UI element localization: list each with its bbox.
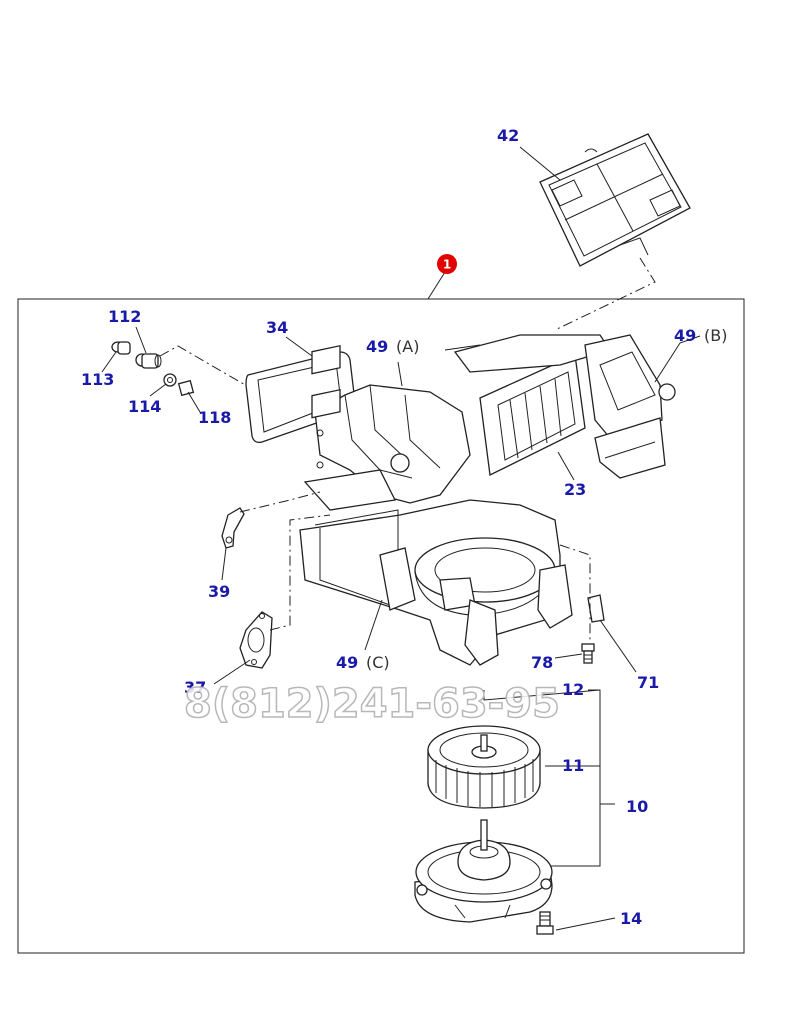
label-49a-sub: (A) bbox=[396, 337, 419, 356]
label-113: 113 bbox=[81, 370, 114, 389]
part-11-fan-wheel[interactable] bbox=[427, 725, 541, 809]
part-71-bracket[interactable] bbox=[587, 594, 605, 623]
label-37: 37 bbox=[184, 678, 206, 697]
callout-badge-number: 1 bbox=[443, 258, 451, 272]
part-78-screw[interactable] bbox=[581, 643, 595, 664]
part-14-screw[interactable] bbox=[536, 911, 554, 935]
part-112-fitting[interactable] bbox=[135, 353, 162, 369]
label-14: 14 bbox=[620, 909, 642, 928]
label-118: 118 bbox=[198, 408, 231, 427]
assembly-frame bbox=[17, 298, 745, 954]
bracket-10 bbox=[540, 689, 601, 867]
callout-badge[interactable]: 1 bbox=[437, 254, 457, 274]
part-118-clip[interactable] bbox=[177, 379, 195, 397]
part-113-fitting[interactable] bbox=[111, 341, 131, 355]
label-49b: 49 bbox=[674, 326, 696, 345]
label-112: 112 bbox=[108, 307, 141, 326]
watermark-phone: 8(812)241-63-95 bbox=[184, 681, 560, 727]
part-39-clip[interactable] bbox=[221, 507, 245, 549]
part-42-air-filter[interactable] bbox=[539, 133, 691, 267]
label-49a: 49 bbox=[366, 337, 388, 356]
label-78: 78 bbox=[531, 653, 553, 672]
callout-badge-circle bbox=[437, 254, 457, 274]
part-49-housing[interactable] bbox=[299, 334, 676, 666]
callout-leader bbox=[427, 271, 446, 300]
label-10: 10 bbox=[626, 797, 648, 816]
label-23: 23 bbox=[564, 480, 586, 499]
label-49c-sub: (C) bbox=[366, 653, 390, 672]
label-34: 34 bbox=[266, 318, 288, 337]
label-11: 11 bbox=[562, 756, 584, 775]
part-114-clip[interactable] bbox=[163, 373, 177, 387]
part-10-blower-motor[interactable] bbox=[414, 819, 553, 923]
label-71: 71 bbox=[637, 673, 659, 692]
label-114: 114 bbox=[128, 397, 161, 416]
label-42: 42 bbox=[497, 126, 519, 145]
label-39: 39 bbox=[208, 582, 230, 601]
label-12: 12 bbox=[562, 680, 584, 699]
part-37-gasket[interactable] bbox=[239, 611, 273, 669]
leader-lines bbox=[101, 146, 701, 931]
label-49b-sub: (B) bbox=[704, 326, 727, 345]
label-49c: 49 bbox=[336, 653, 358, 672]
